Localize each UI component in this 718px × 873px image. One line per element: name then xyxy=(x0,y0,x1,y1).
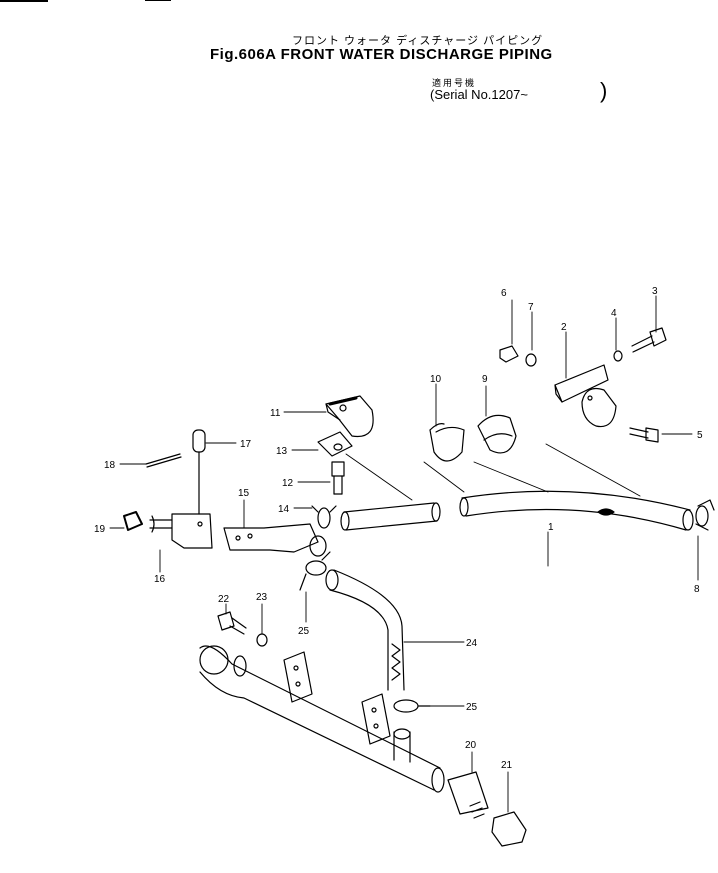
callout-5: 5 xyxy=(697,430,703,441)
mount-plate-lower xyxy=(361,693,391,745)
lower-tube xyxy=(199,645,445,793)
callout-labels: 1 2 3 4 5 6 7 8 10 9 11 13 12 14 15 16 1… xyxy=(94,286,703,771)
callout-21: 21 xyxy=(501,760,513,771)
callout-1: 1 xyxy=(548,522,554,533)
tee-branch xyxy=(393,728,411,763)
hose-segment xyxy=(340,502,441,531)
callout-7: 7 xyxy=(528,302,534,313)
part-10-clamp xyxy=(429,423,465,462)
callout-17: 17 xyxy=(240,439,252,450)
callout-22: 22 xyxy=(218,594,230,605)
part-9-clamp xyxy=(477,414,517,454)
part-19-nut xyxy=(123,511,143,531)
callout-15: 15 xyxy=(238,488,250,499)
part-21-plug xyxy=(491,811,527,847)
callout-16: 16 xyxy=(154,574,166,585)
callout-12: 12 xyxy=(282,478,294,489)
figure-title: Fig.606A FRONT WATER DISCHARGE PIPING xyxy=(210,46,553,63)
part-8-hose-clamp xyxy=(695,499,715,531)
part-25-clamp-lower xyxy=(393,699,431,713)
part-7-washer xyxy=(525,353,537,367)
part-16-bracket xyxy=(149,513,213,549)
part-18-pin xyxy=(145,453,182,468)
callout-11: 11 xyxy=(270,408,281,419)
callout-4: 4 xyxy=(611,308,617,319)
callout-13: 13 xyxy=(276,446,288,457)
part-14-clip xyxy=(311,505,337,529)
callout-8: 8 xyxy=(694,584,700,595)
callout-19: 19 xyxy=(94,524,106,535)
callout-14: 14 xyxy=(278,504,290,515)
callout-20: 20 xyxy=(465,740,477,751)
part-20-nipple xyxy=(447,771,489,819)
callout-3: 3 xyxy=(652,286,658,297)
part-12-bolt xyxy=(331,461,345,495)
part-5-bolt xyxy=(629,427,659,443)
top-rule-mid xyxy=(145,0,171,1)
part-25-clamp-upper xyxy=(299,551,331,591)
part-6-nut xyxy=(499,345,519,363)
serial-close-paren: ) xyxy=(600,78,608,103)
part-13-plate xyxy=(317,431,353,457)
callout-18: 18 xyxy=(104,460,116,471)
callout-10: 10 xyxy=(430,374,442,385)
part-24-elbow-hose xyxy=(325,569,405,691)
part-4-washer xyxy=(613,350,623,362)
part-11-clamp xyxy=(325,395,374,438)
callout-6: 6 xyxy=(501,288,507,299)
part-1-pipe xyxy=(459,490,694,531)
part-17-pin xyxy=(192,429,206,515)
top-rule-left xyxy=(0,0,48,2)
title-katakana: フロント ウォータ ディスチャージ パイピング xyxy=(292,35,544,47)
callout-25-upper: 25 xyxy=(298,626,310,637)
part-15-fitting xyxy=(223,523,327,557)
callout-9: 9 xyxy=(482,374,488,385)
part-2-bracket xyxy=(554,364,617,428)
mount-plate-upper xyxy=(283,651,313,703)
callout-25-lower: 25 xyxy=(466,702,478,713)
callout-2: 2 xyxy=(561,322,567,333)
callout-24: 24 xyxy=(466,638,478,649)
applicability-label: 適用号機 xyxy=(432,78,477,88)
part-22-bolt xyxy=(217,611,247,635)
part-23-washer xyxy=(256,633,268,647)
serial-number: (Serial No.1207~ xyxy=(430,87,528,102)
callout-23: 23 xyxy=(256,592,268,603)
leader-lines xyxy=(109,295,699,813)
part-3-bolt xyxy=(631,327,667,353)
